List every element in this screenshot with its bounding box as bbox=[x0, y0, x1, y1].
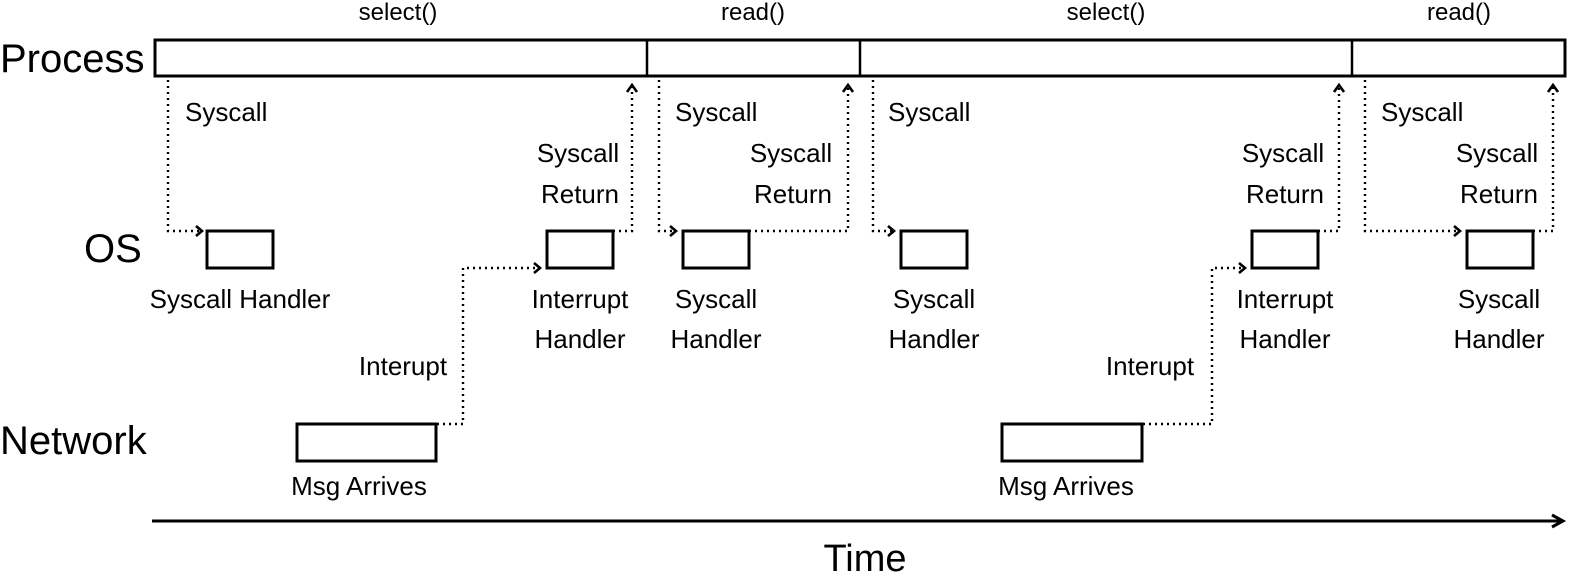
svg-text:Return: Return bbox=[1460, 179, 1538, 209]
os-box-interrupt-handler-2 bbox=[1250, 229, 1320, 270]
syscall-arrow-3 bbox=[871, 80, 897, 237]
interrupt-arrow-2 bbox=[1143, 262, 1248, 426]
svg-text:Return: Return bbox=[1246, 179, 1324, 209]
os-box-syscall-handler-4 bbox=[1465, 229, 1535, 270]
segment-label-select-1: select() bbox=[359, 0, 438, 26]
svg-text:Syscall: Syscall bbox=[1242, 138, 1324, 168]
label-syscall-return-4: Syscall Return bbox=[1456, 138, 1538, 209]
os-box-interrupt-handler-1 bbox=[545, 229, 615, 270]
time-axis-label: Time bbox=[823, 538, 906, 579]
syscall-return-arrow-2 bbox=[749, 82, 855, 233]
svg-text:Syscall: Syscall bbox=[537, 138, 619, 168]
syscall-arrow-1 bbox=[166, 80, 205, 237]
label-syscall-return-1: Syscall Return bbox=[537, 138, 619, 209]
label-interrupt-handler-2: Interrupt Handler bbox=[1237, 284, 1335, 354]
svg-text:Syscall: Syscall bbox=[1456, 138, 1538, 168]
svg-text:Syscall: Syscall bbox=[1458, 284, 1540, 314]
network-box-msg-arrives-1 bbox=[295, 422, 438, 463]
svg-text:Syscall: Syscall bbox=[750, 138, 832, 168]
segment-label-read-1: read() bbox=[721, 0, 785, 26]
os-box-syscall-handler-3 bbox=[899, 229, 969, 270]
svg-text:Syscall: Syscall bbox=[675, 284, 757, 314]
row-label-process: Process bbox=[0, 37, 145, 81]
row-label-os: OS bbox=[84, 227, 142, 271]
time-axis bbox=[152, 513, 1567, 529]
svg-text:Handler: Handler bbox=[1453, 324, 1544, 354]
label-syscall-2: Syscall bbox=[675, 97, 757, 127]
syscall-return-arrow-3 bbox=[1318, 82, 1346, 233]
row-label-network: Network bbox=[0, 419, 148, 463]
label-interupt-2: Interupt bbox=[1106, 351, 1195, 381]
svg-text:Interrupt: Interrupt bbox=[1237, 284, 1335, 314]
interrupt-arrow-1 bbox=[437, 262, 543, 426]
label-msg-arrives-1: Msg Arrives bbox=[291, 471, 427, 501]
syscall-arrow-4 bbox=[1363, 80, 1463, 237]
os-box-syscall-handler-1 bbox=[205, 229, 275, 270]
label-syscall-4: Syscall bbox=[1381, 97, 1463, 127]
svg-text:Return: Return bbox=[541, 179, 619, 209]
label-msg-arrives-2: Msg Arrives bbox=[998, 471, 1134, 501]
label-syscall-return-2: Syscall Return bbox=[750, 138, 832, 209]
segment-label-select-2: select() bbox=[1067, 0, 1146, 26]
svg-text:Syscall: Syscall bbox=[893, 284, 975, 314]
svg-text:Handler: Handler bbox=[888, 324, 979, 354]
syscall-arrow-2 bbox=[657, 80, 679, 237]
svg-text:Handler: Handler bbox=[1239, 324, 1330, 354]
network-box-msg-arrives-2 bbox=[1000, 422, 1144, 463]
label-interupt-1: Interupt bbox=[359, 351, 448, 381]
svg-text:Return: Return bbox=[754, 179, 832, 209]
syscall-return-arrow-4 bbox=[1533, 82, 1560, 233]
label-interrupt-handler-1: Interrupt Handler bbox=[532, 284, 630, 354]
svg-text:Handler: Handler bbox=[670, 324, 761, 354]
label-syscall-handler-1: Syscall Handler bbox=[150, 284, 331, 314]
label-syscall-handler-3: Syscall Handler bbox=[888, 284, 979, 354]
svg-text:Handler: Handler bbox=[534, 324, 625, 354]
os-box-syscall-handler-2 bbox=[681, 229, 751, 270]
label-syscall-1: Syscall bbox=[185, 97, 267, 127]
label-syscall-handler-4: Syscall Handler bbox=[1453, 284, 1544, 354]
segment-label-read-2: read() bbox=[1427, 0, 1491, 26]
label-syscall-3: Syscall bbox=[888, 97, 970, 127]
svg-text:Interrupt: Interrupt bbox=[532, 284, 630, 314]
label-syscall-handler-2: Syscall Handler bbox=[670, 284, 761, 354]
syscall-return-arrow-1 bbox=[613, 82, 639, 233]
label-syscall-return-3: Syscall Return bbox=[1242, 138, 1324, 209]
